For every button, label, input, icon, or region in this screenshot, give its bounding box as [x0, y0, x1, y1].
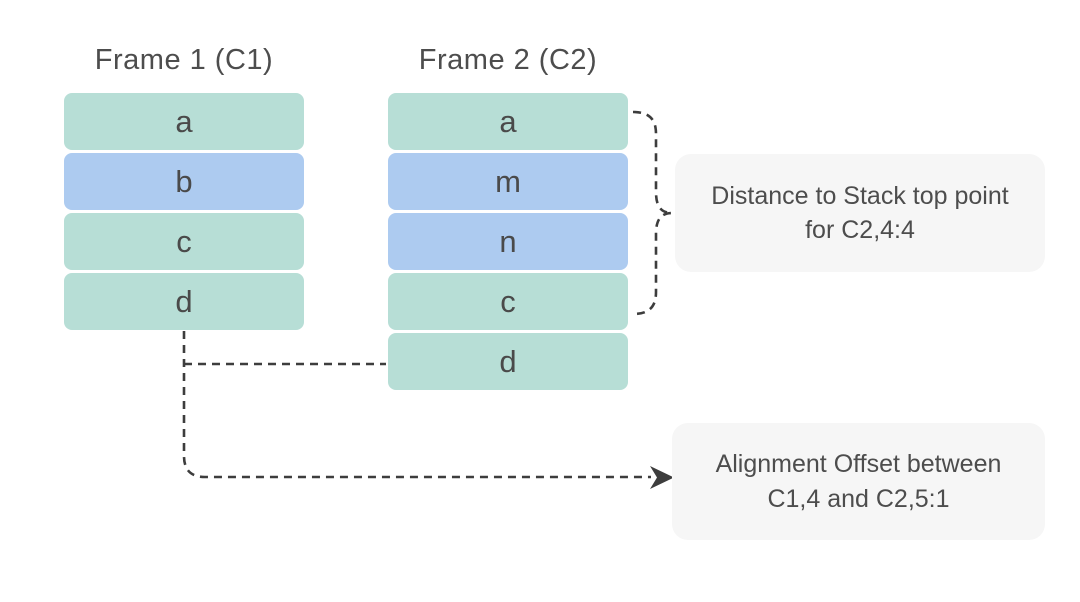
frame1-box-3: c	[64, 213, 304, 270]
annotation-distance-line1: Distance to Stack top point	[711, 181, 1009, 210]
frame2-box-2: m	[388, 153, 628, 210]
arrowhead-icon	[650, 466, 674, 489]
frame2-box-1: a	[388, 93, 628, 150]
frame2-box-3: n	[388, 213, 628, 270]
frame2-title: Frame 2 (C2)	[418, 44, 598, 76]
brace-distance-c2	[632, 110, 673, 316]
frame2-box-4: c	[388, 273, 628, 330]
frame2-stack: a m n c d	[388, 93, 628, 393]
annotation-offset-label: Alignment Offset between C1,4 and C2,5:1	[672, 423, 1045, 540]
annotation-offset-line2: C1,4 and C2,5:1	[767, 484, 950, 513]
frame2-box-5: d	[388, 333, 628, 390]
frame1-box-1: a	[64, 93, 304, 150]
frame1-stack: a b c d	[64, 93, 304, 333]
annotation-distance-label: Distance to Stack top point for C2,4:4	[675, 154, 1045, 272]
annotation-offset-line1: Alignment Offset between	[715, 450, 1002, 478]
frame1-box-4: d	[64, 273, 304, 330]
annotation-distance-line2: for C2,4:4	[805, 216, 915, 244]
frame1-box-2: b	[64, 153, 304, 210]
frame1-title: Frame 1 (C1)	[94, 44, 274, 76]
